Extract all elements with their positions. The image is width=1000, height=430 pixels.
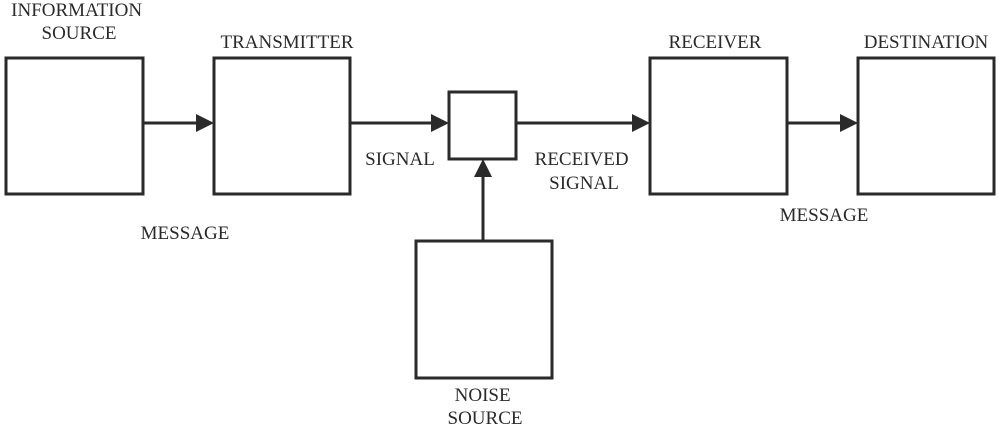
noise-source-label: NOISE SOURCE: [448, 385, 523, 429]
channel-box: [447, 90, 518, 161]
information-source-label-line1: INFORMATION: [11, 0, 142, 21]
arrowhead-source-to-transmitter: [196, 114, 214, 132]
transmitter-box: [212, 56, 352, 196]
arrowhead-channel-to-receiver: [632, 114, 650, 132]
noise-source-label-line1: NOISE: [455, 385, 511, 406]
noise-source-box: [414, 239, 554, 380]
signal-label: SIGNAL: [365, 149, 435, 170]
transmitter-label: TRANSMITTER: [221, 32, 354, 53]
information-source-box: [4, 56, 145, 196]
received-signal-label-line2: SIGNAL: [549, 173, 619, 194]
destination-label: DESTINATION: [864, 32, 989, 53]
receiver-label: RECEIVER: [669, 32, 762, 53]
arrowhead-transmitter-to-channel: [431, 114, 449, 132]
information-source-label: INFORMATION SOURCE: [11, 0, 147, 44]
receiver-box: [648, 56, 789, 196]
information-source-label-line2: SOURCE: [42, 23, 117, 44]
arrowhead-receiver-to-destination: [840, 114, 858, 132]
message-label-right: MESSAGE: [780, 205, 869, 226]
received-signal-label: RECEIVED SIGNAL: [535, 149, 634, 194]
noise-source-label-line2: SOURCE: [448, 408, 523, 429]
received-signal-label-line1: RECEIVED: [535, 149, 629, 170]
arrowhead-noise-to-channel: [474, 159, 492, 177]
message-label-left: MESSAGE: [141, 223, 230, 244]
destination-box: [856, 56, 996, 196]
